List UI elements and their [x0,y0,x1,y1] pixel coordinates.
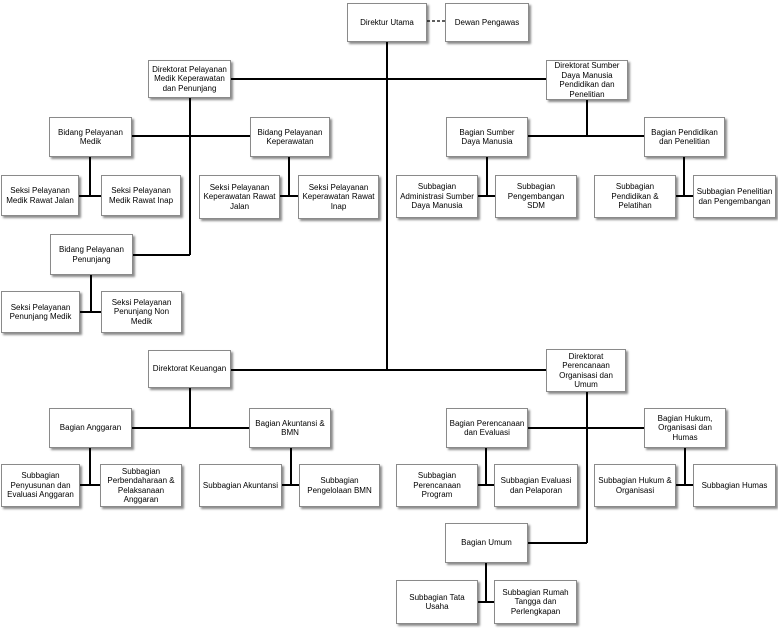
bag-anggaran-box: Bagian Anggaran [49,408,132,448]
sub-bmn-box: Subbagian Pengelolaan BMN [299,464,380,507]
sub-tata-usaha-box: Subbagian Tata Usaha [396,580,478,624]
dir-perencanaan-box: Direktorat Perencanaan Organisasi dan Um… [546,349,626,392]
seksi-kep-jalan-box: Seksi Pelayanan Keperawatan Rawat Jalan [199,175,280,219]
seksi-kep-inap-box: Seksi Pelayanan Keperawatan Rawat Inap [298,175,379,219]
bid-medik-box: Bidang Pelayanan Medik [49,117,132,157]
direktur-utama-box: Direktur Utama [347,3,427,42]
bag-umum-box: Bagian Umum [445,523,528,563]
bag-perencanaan-box: Bagian Perencanaan dan Evaluasi [446,408,528,448]
bag-sdm-box: Bagian Sumber Daya Manusia [446,117,528,157]
sub-admin-sdm-box: Subbagian Administrasi Sumber Daya Manus… [396,175,478,218]
seksi-rawat-inap-box: Seksi Pelayanan Medik Rawat Inap [101,175,181,216]
sub-penyusunan-box: Subbagian Penyusunan dan Evaluasi Anggar… [1,464,80,507]
seksi-penunjang-nonmedik-box: Seksi Pelayanan Penunjang Non Medik [101,291,182,333]
sub-penelitian-box: Subbagian Penelitian dan Pengembangan [693,175,776,218]
bag-hukum-box: Bagian Hukum, Organisasi dan Humas [644,408,726,448]
seksi-penunjang-medik-box: Seksi Pelayanan Penunjang Medik [1,291,80,333]
bag-diklit-box: Bagian Pendidikan dan Penelitian [644,117,725,157]
sub-akuntansi-box: Subbagian Akuntansi [199,464,282,507]
seksi-rawat-jalan-box: Seksi Pelayanan Medik Rawat Jalan [1,175,79,216]
bid-keperawatan-box: Bidang Pelayanan Keperawatan [250,117,330,157]
sub-diklat-box: Subbagian Pendidikan & Pelatihan [594,175,676,218]
sub-perencanaan-program-box: Subbagian Perencanaan Program [396,464,478,507]
sub-humas-box: Subbagian Humas [693,464,776,507]
bag-akuntansi-box: Bagian Akuntansi & BMN [249,408,331,448]
sub-evaluasi-box: Subbagian Evaluasi dan Pelaporan [494,464,578,507]
dir-sdm-box: Direktorat Sumber Daya Manusia Pendidika… [546,60,628,100]
sub-perbendaharaan-box: Subbagian Perbendaharaan & Pelaksanaan A… [100,464,182,507]
sub-rumah-tangga-box: Subbagian Rumah Tangga dan Perlengkapan [494,580,577,624]
dir-keuangan-box: Direktorat Keuangan [148,350,231,388]
sub-pengembangan-sdm-box: Subbagian Pengembangan SDM [495,175,577,218]
dir-pelayanan-box: Direktorat Pelayanan Medik Keperawatan d… [148,60,231,98]
sub-hukum-box: Subbagian Hukum & Organisasi [594,464,676,507]
bid-penunjang-box: Bidang Pelayanan Penunjang [50,234,133,275]
dewan-pengawas-box: Dewan Pengawas [445,3,529,42]
